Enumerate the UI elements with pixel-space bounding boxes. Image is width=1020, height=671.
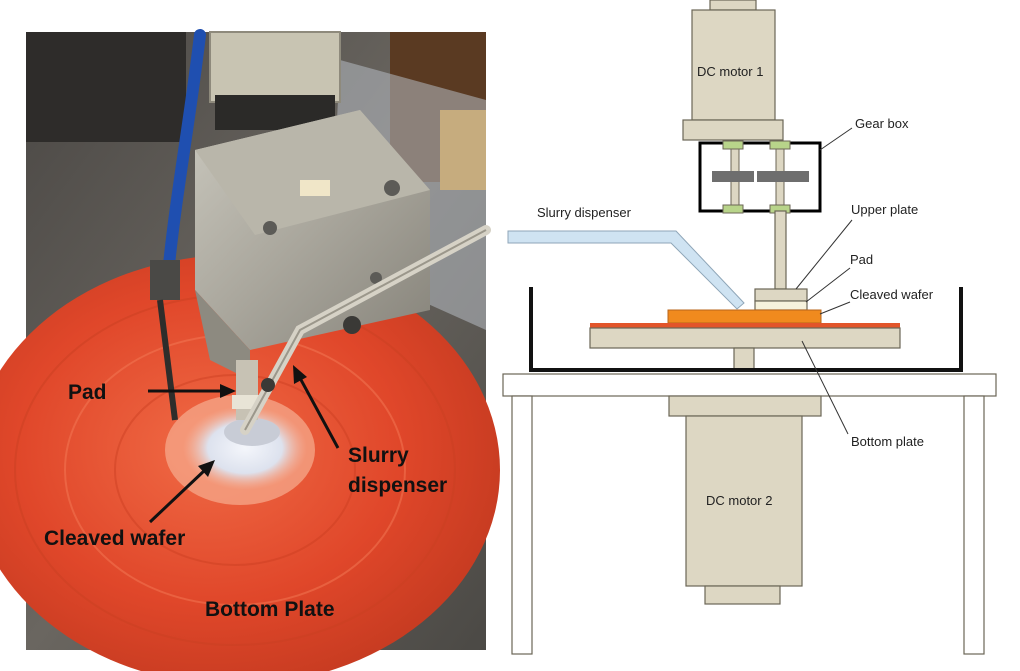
cleaved-wafer-schematic bbox=[667, 309, 822, 324]
upper-plate bbox=[754, 288, 808, 311]
blue-tube bbox=[162, 29, 206, 281]
schematic-label-slurry-dispenser: Slurry dispenser bbox=[537, 205, 632, 220]
slurry-tray bbox=[529, 287, 963, 372]
photo-label-slurry-line2: dispenser bbox=[348, 474, 447, 497]
dc-motor-2 bbox=[668, 395, 822, 605]
schematic-label-gear-box: Gear box bbox=[855, 116, 909, 131]
bottom-plate-schematic bbox=[589, 323, 901, 371]
schematic-panel: DC motor 1 Gear box Slurry dispenser Upp… bbox=[502, 0, 997, 655]
schematic-label-upper-plate: Upper plate bbox=[851, 202, 918, 217]
slurry-dispenser bbox=[507, 230, 745, 310]
table bbox=[502, 373, 997, 655]
gear-box bbox=[698, 140, 822, 214]
photo-label-slurry-line1: Slurry bbox=[348, 444, 409, 467]
left-clamp bbox=[150, 260, 180, 421]
dc-motor-1 bbox=[682, 0, 784, 141]
schematic-label-pad: Pad bbox=[850, 252, 873, 267]
cleaved-wafer bbox=[224, 418, 280, 446]
photo-label-pad: Pad bbox=[68, 381, 107, 404]
schematic-label-dc-motor-2: DC motor 2 bbox=[706, 493, 772, 508]
schematic-label-cleaved-wafer: Cleaved wafer bbox=[850, 287, 934, 302]
motor-housing bbox=[209, 31, 341, 130]
upper-plate-shaft bbox=[774, 210, 787, 290]
photo-annotation-arrows bbox=[148, 365, 340, 524]
photo-label-cleaved-wafer: Cleaved wafer bbox=[44, 527, 185, 550]
slurry-dispenser-arm bbox=[240, 225, 491, 435]
photo-label-bottom-plate: Bottom Plate bbox=[205, 598, 335, 621]
photo-panel: Pad Slurry dispenser Cleaved wafer Botto… bbox=[0, 29, 500, 671]
schematic-label-bottom-plate: Bottom plate bbox=[851, 434, 924, 449]
schematic-label-dc-motor-1: DC motor 1 bbox=[697, 64, 763, 79]
leader-lines bbox=[795, 127, 853, 435]
